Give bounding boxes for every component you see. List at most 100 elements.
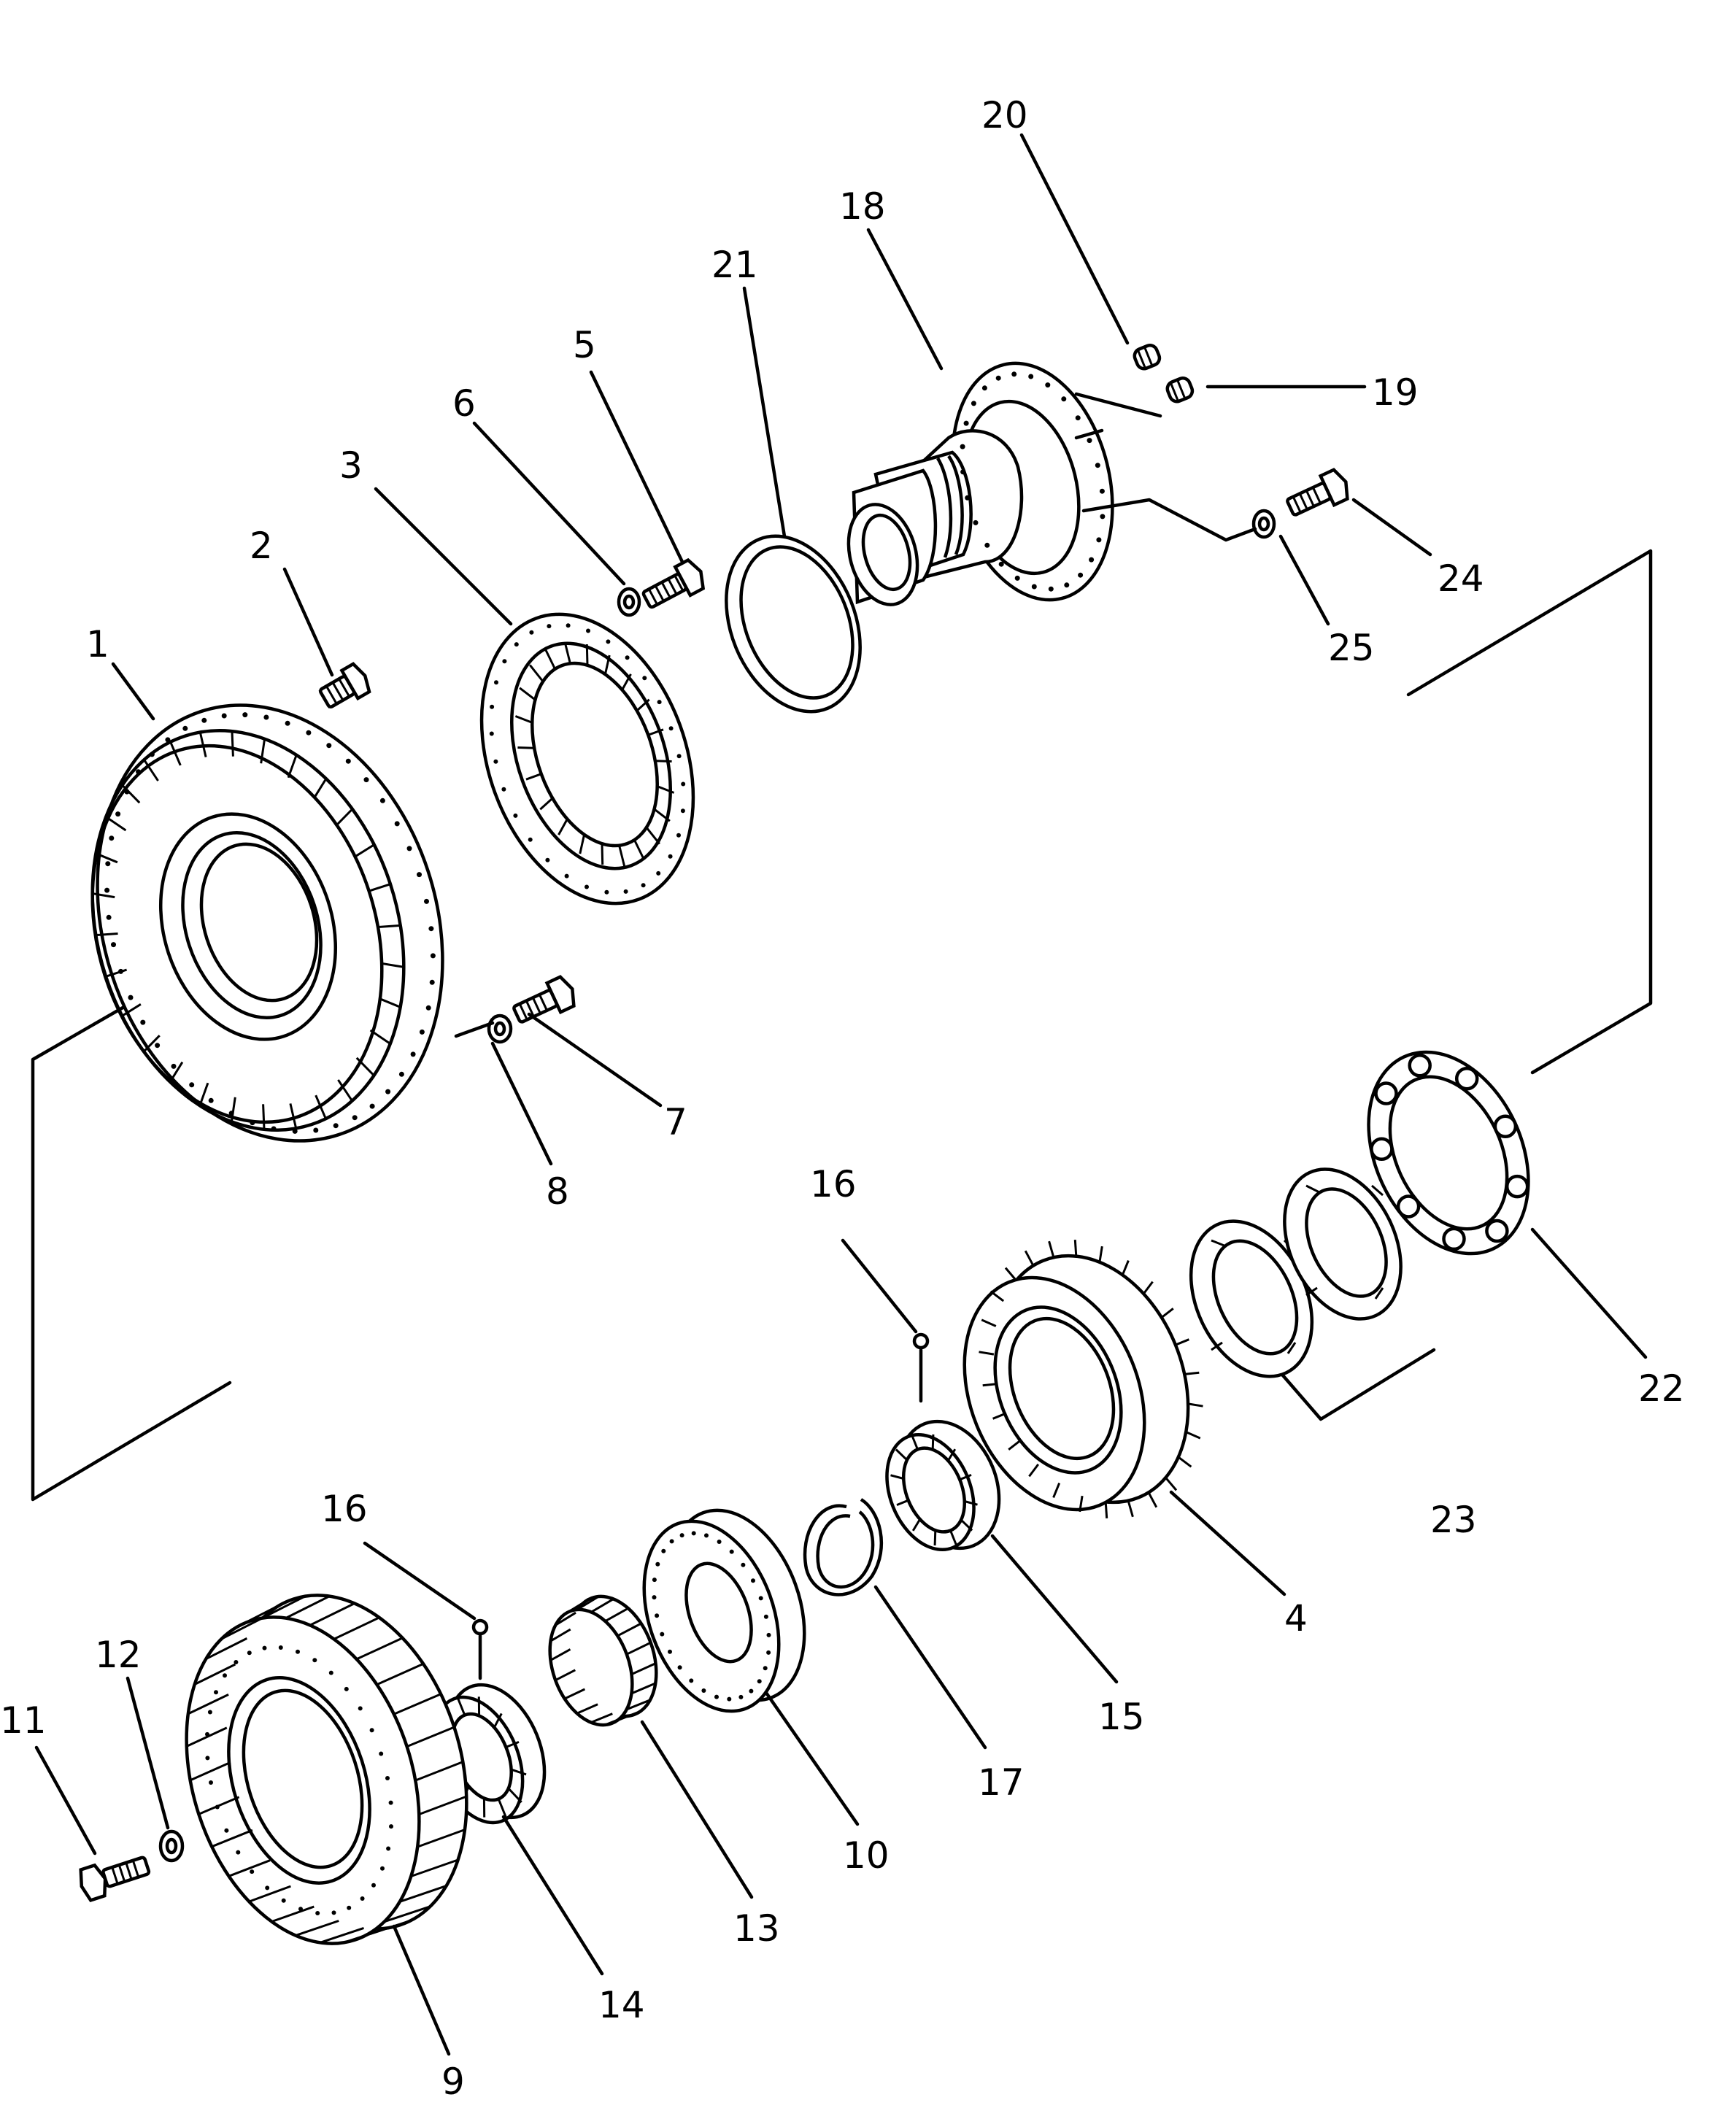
part-3-retainer-plate [479, 612, 695, 906]
segment [645, 827, 660, 845]
label-part-5: 5 [573, 324, 596, 366]
gear-tooth [355, 1637, 404, 1661]
part-19-plug [1165, 377, 1195, 403]
bolt-hole [425, 1005, 431, 1011]
hole [729, 1549, 734, 1554]
bolt-hole [529, 630, 534, 635]
gear-tooth [369, 883, 391, 892]
hole [265, 1885, 270, 1891]
gear-tooth [414, 1761, 463, 1782]
bolt-hole [363, 777, 369, 783]
gear-tooth [417, 1829, 466, 1848]
bolt-hole [221, 713, 227, 719]
bolt-hole [998, 561, 1004, 567]
gear-tooth [981, 1318, 997, 1327]
needle [576, 1595, 600, 1611]
needle [555, 1669, 576, 1682]
bolt-hole [1048, 586, 1054, 592]
hole [766, 1632, 771, 1637]
part-3-bolt-holes [489, 623, 686, 895]
ball [1396, 1194, 1421, 1219]
bolt-hole [528, 837, 533, 842]
gear-tooth [1184, 1371, 1200, 1375]
segment [517, 746, 535, 749]
hole [344, 1686, 349, 1691]
label-part-14: 14 [598, 1984, 645, 2026]
needle [617, 1622, 642, 1637]
hole [347, 1905, 352, 1910]
label-part-17: 17 [978, 1761, 1025, 1804]
hole [701, 1688, 706, 1693]
gear-tooth [369, 1029, 391, 1045]
label-part-15: 15 [1098, 1696, 1145, 1738]
roller [895, 1448, 908, 1461]
part-9-holes [205, 1645, 393, 1915]
hole [714, 1694, 719, 1699]
bolt-hole [313, 1127, 319, 1133]
hole [689, 1678, 694, 1683]
part-1-bolt-holes [104, 712, 436, 1134]
part-22-bearing [1367, 1050, 1530, 1256]
label-part-23: 23 [1430, 1499, 1477, 1541]
bolt-hole [676, 754, 682, 759]
label-part-7: 7 [664, 1101, 687, 1143]
ball [1408, 1054, 1432, 1078]
bolt-hole [1095, 463, 1100, 468]
hole [298, 1907, 303, 1912]
gear-tooth [315, 1094, 327, 1119]
bolt-hole [430, 953, 436, 959]
bolt-hole [352, 1115, 358, 1121]
leader-lines [34, 133, 1648, 2056]
bolt-hole [566, 623, 571, 628]
hole [358, 1706, 363, 1711]
part-15-bearing [885, 1419, 1001, 1552]
bolt-hole [263, 714, 269, 720]
part-10-holes [652, 1531, 771, 1702]
bolt-hole [406, 846, 412, 852]
needle [549, 1628, 571, 1642]
bolt-hole [514, 642, 519, 647]
gear-tooth [169, 741, 182, 766]
hole [389, 1824, 393, 1829]
hole [727, 1696, 732, 1702]
hole [312, 1658, 317, 1663]
gear-tooth [989, 1290, 1005, 1302]
bolt-hole [623, 889, 628, 894]
bolt-hole [1011, 371, 1017, 377]
hole [236, 1850, 241, 1855]
ball [1374, 1081, 1398, 1105]
hole [652, 1595, 657, 1600]
bolt-hole [1089, 557, 1095, 563]
part-21-o-ring [725, 534, 862, 714]
bolt-hole [1014, 575, 1020, 581]
hole [315, 1911, 320, 1915]
bolt-hole [106, 914, 112, 920]
gear-tooth [188, 1694, 229, 1715]
hole [751, 1578, 755, 1583]
hole [766, 1650, 771, 1655]
part-23-lock-nut-b [1283, 1167, 1403, 1321]
bolt-hole [345, 758, 351, 764]
bolt-hole [333, 1123, 339, 1129]
bolt-hole [676, 833, 681, 838]
bolt-hole [410, 1051, 416, 1057]
label-part-13: 13 [733, 1907, 780, 1950]
bolt-hole [419, 1029, 425, 1035]
segment [563, 641, 571, 664]
hole [205, 1731, 209, 1737]
label-part-18: 18 [839, 185, 886, 228]
bolt-hole [501, 787, 506, 792]
bolt-hole [140, 1019, 146, 1025]
label-part-16-upper: 16 [810, 1163, 857, 1205]
hole [758, 1596, 763, 1601]
gear-tooth [979, 1351, 995, 1356]
label-part-1: 1 [86, 623, 109, 665]
segment [525, 773, 542, 781]
label-part-22: 22 [1638, 1367, 1685, 1410]
needle [604, 1607, 629, 1623]
segment [603, 655, 611, 675]
bolt-hole [642, 676, 647, 681]
hole [281, 1898, 286, 1903]
ball [1370, 1137, 1394, 1162]
gear-tooth [1143, 1281, 1154, 1295]
